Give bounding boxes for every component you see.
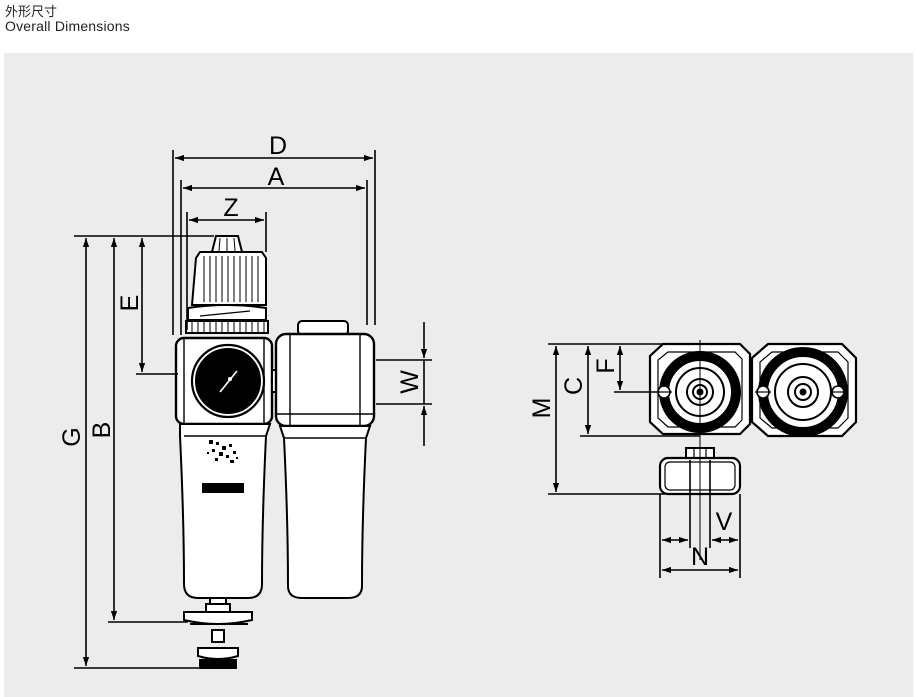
- label-e: E: [116, 295, 144, 312]
- label-f: F: [592, 358, 620, 373]
- label-a: A: [268, 163, 285, 191]
- regulator-knob: [185, 235, 269, 334]
- label-v: V: [716, 508, 733, 536]
- filter-head: [274, 320, 376, 428]
- label-z: Z: [223, 194, 238, 222]
- header: 外形尺寸 Overall Dimensions: [5, 4, 130, 34]
- regulator-body: [174, 336, 274, 426]
- label-c: C: [560, 377, 588, 395]
- label-n: N: [691, 543, 709, 571]
- side-view: [648, 342, 858, 496]
- front-dimensions: [74, 150, 432, 669]
- title-english: Overall Dimensions: [5, 18, 130, 34]
- drain-valve: [183, 597, 253, 669]
- side-dimensions: [548, 340, 741, 578]
- label-d: D: [269, 132, 287, 160]
- label-g: G: [58, 427, 86, 446]
- front-view: [174, 235, 376, 669]
- label-m: M: [528, 398, 556, 419]
- label-w: W: [396, 370, 424, 394]
- filter-bowl: [278, 425, 372, 599]
- dimension-labels: D A Z E B G W M C F V N: [58, 132, 733, 571]
- label-b: B: [88, 422, 116, 439]
- regulator-bowl: [179, 423, 272, 599]
- title-chinese: 外形尺寸: [5, 4, 58, 19]
